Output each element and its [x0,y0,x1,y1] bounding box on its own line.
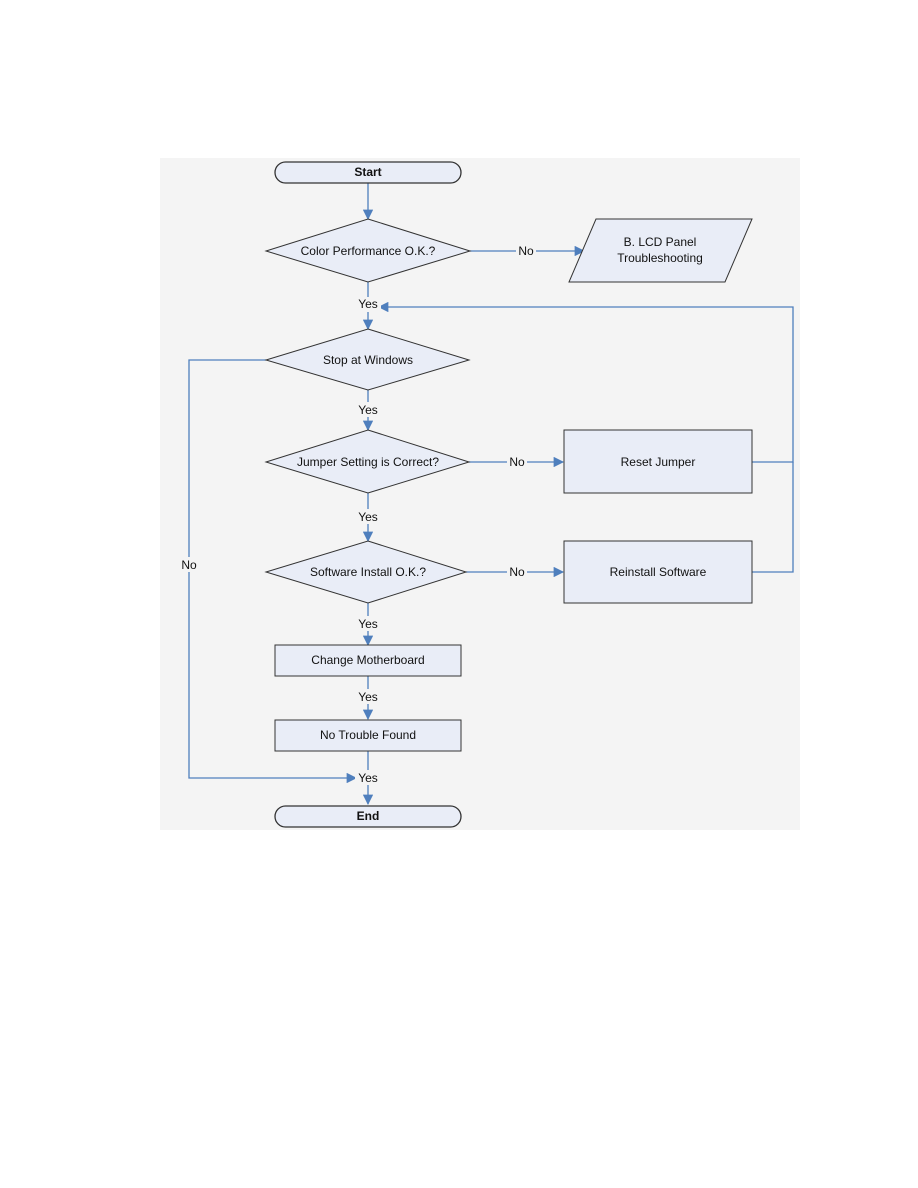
color-performance-decision [264,218,472,283]
stop-at-windows-decision [264,328,471,391]
color-performance-label: Color Performance O.K.? [301,244,436,258]
start-label: Start [354,165,381,179]
color-no-label: No [518,244,534,258]
change-motherboard-box [274,644,462,677]
end-label: End [357,809,380,823]
final-yes-label: Yes [358,771,378,785]
edge-reset-jumper-return [377,301,794,463]
edge-reinstall-return [752,462,794,573]
lcd-troubleshooting-box [568,218,753,283]
stop-no-label: No [181,558,197,572]
lcd-troubleshooting-label-line2: Troubleshooting [617,251,703,265]
jumper-setting-label: Jumper Setting is Correct? [297,455,439,469]
reset-jumper-box [563,429,753,494]
motherboard-yes-label: Yes [358,690,378,704]
jumper-setting-decision [264,429,471,494]
software-no-label: No [509,565,525,579]
no-trouble-found-box [274,719,462,752]
start-terminal [274,161,462,184]
software-install-decision [264,540,468,604]
reinstall-software-label: Reinstall Software [610,565,707,579]
stop-yes-label: Yes [358,403,378,417]
jumper-yes-label: Yes [358,510,378,524]
color-yes-label: Yes [358,297,378,311]
software-install-label: Software Install O.K.? [310,565,426,579]
no-trouble-found-label: No Trouble Found [320,728,416,742]
reset-jumper-label: Reset Jumper [621,455,696,469]
jumper-no-label: No [509,455,525,469]
lcd-troubleshooting-label-line1: B. LCD Panel [624,235,697,249]
stop-at-windows-label: Stop at Windows [323,353,413,367]
software-yes-label: Yes [358,617,378,631]
reinstall-software-box [563,540,753,604]
end-terminal [274,805,462,828]
change-motherboard-label: Change Motherboard [311,653,424,667]
